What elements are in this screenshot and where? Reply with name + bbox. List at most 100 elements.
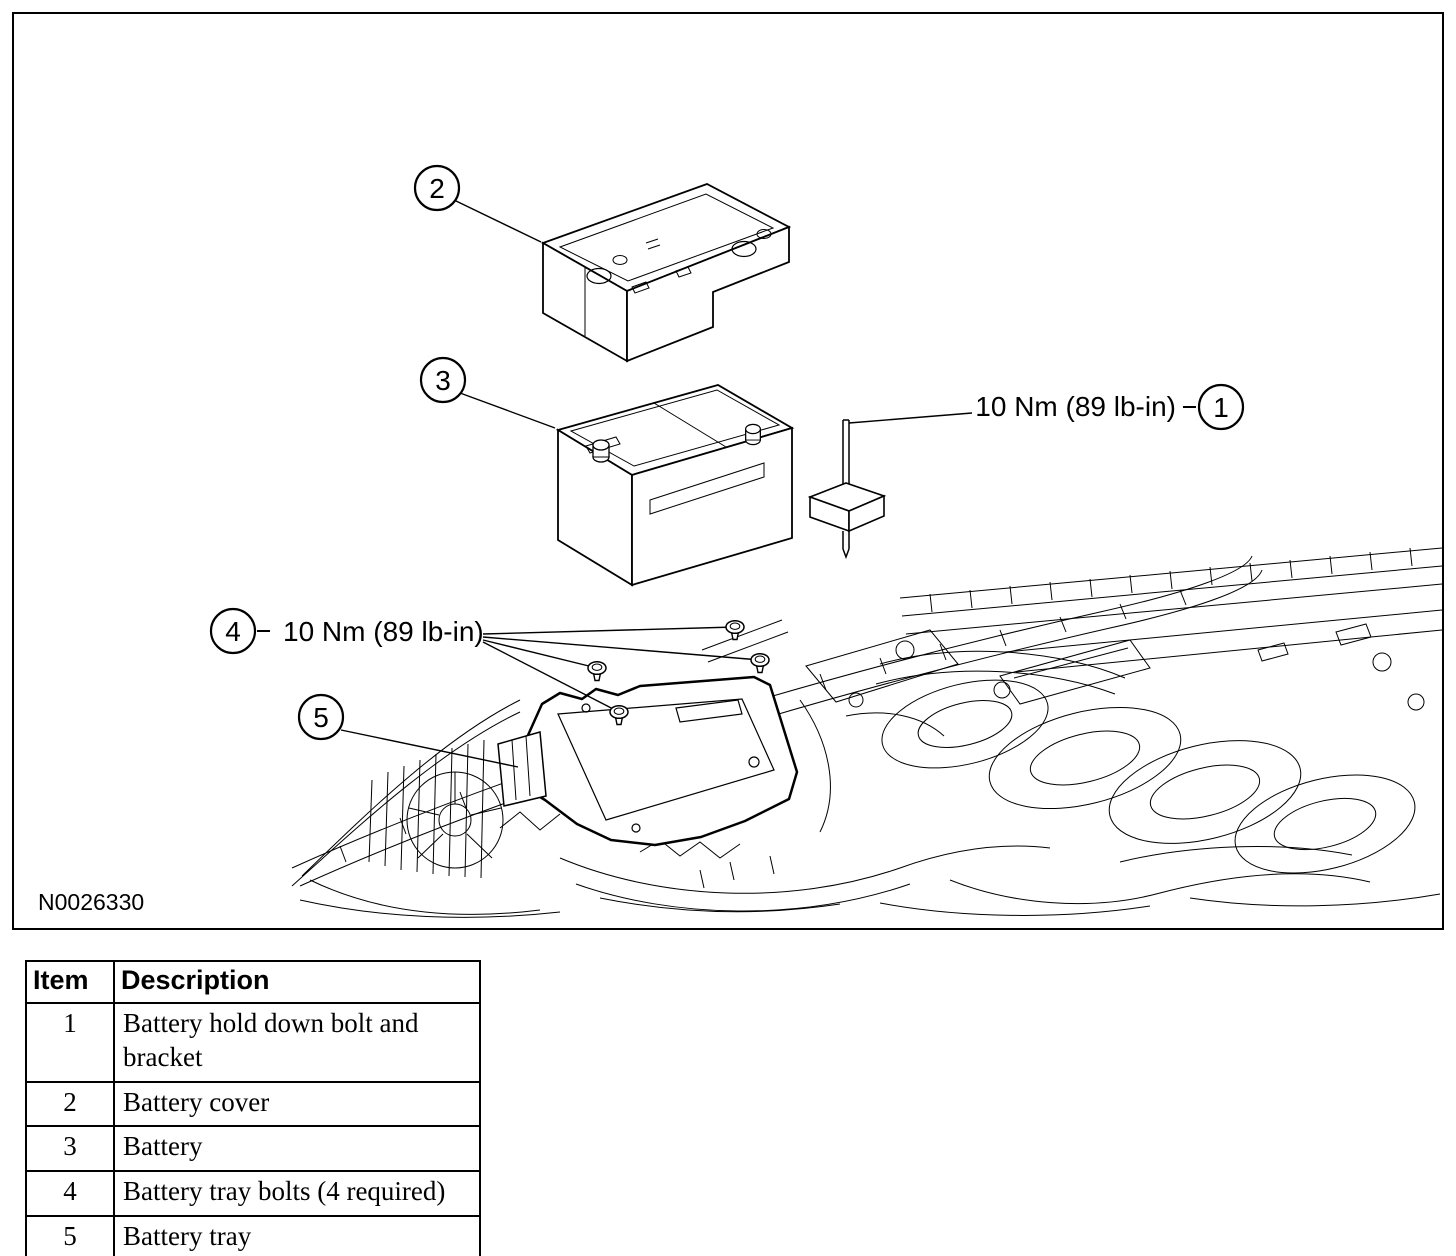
engine-detail [1372,652,1392,672]
battery-tray-boss [675,699,743,723]
hold-down-bolt-upper [842,419,850,489]
figure-number: N0026330 [38,889,144,915]
battery-top-divider [653,402,727,448]
engine-detail [949,846,1371,905]
battery-cover [540,183,792,363]
engine-detail [408,772,502,859]
hold-down-bolt-bracket [807,419,887,560]
callout-3-number: 3 [435,365,451,396]
description-cell: Battery cover [113,1080,481,1128]
engine-detail [1273,797,1377,851]
leader-tray-bolt-d [482,641,620,713]
item-cell: 3 [25,1125,115,1172]
engine-detail [805,629,959,703]
engine-detail [1234,774,1416,874]
engine-detail [993,681,1011,699]
battery-front-label [649,462,765,515]
battery-tray-side-bracket [497,731,547,807]
battery-terminal [592,439,610,463]
callout-4-circle [209,607,257,655]
battery-tray-hole [581,703,591,713]
cover-cap [586,267,612,285]
table-row: 3 Battery [25,1125,481,1172]
battery-top-label [585,436,621,454]
engine-detail [881,679,1049,769]
engine-detail [929,547,1413,613]
battery-tray-hole [748,756,760,768]
cover-emboss [631,266,692,294]
engine-bay-line-art [291,547,1442,918]
engine-detail [899,547,1442,635]
callout-leader-lines [340,199,973,768]
leader-tray-bolt-a [482,626,736,635]
table-row: 5 Battery tray [25,1214,481,1256]
engine-detail [299,879,1441,918]
callout-balloons: 1 2 3 4 5 [209,164,1245,741]
battery [555,384,795,587]
callout-3-circle [419,356,467,404]
engine-detail [999,639,1151,705]
engine-detail [848,692,864,708]
tray-bolt-icon [725,619,745,641]
item-cell: 1 [25,1002,115,1083]
callout-1-number: 1 [1213,392,1229,423]
engine-detail [291,699,521,887]
cover-emboss [645,238,661,250]
leader-callout-3 [459,392,556,429]
callout-dash [257,406,1196,632]
engine-detail [1149,764,1261,820]
table-row: 4 Battery tray bolts (4 required) [25,1170,481,1217]
cover-cap [731,240,757,258]
table-header-row: Item Description [25,960,481,1004]
cover-cap [756,229,772,239]
leader-tray-bolt-b [482,636,761,661]
battery-tray-inner-ledge [557,698,775,821]
engine-detail [1029,730,1141,786]
callout-2-circle [413,164,461,212]
bracket-front-face [848,494,885,533]
leader-callout-2 [453,199,542,243]
leader-torque-1 [848,412,973,424]
leader-tray-bolt-c [482,639,598,669]
engine-detail [895,640,915,660]
callout-1-circle [1197,383,1245,431]
exploded-view-figure: 1 2 3 4 5 10 Nm (89 lb-in) 10 Nm (89 lb-… [12,12,1444,930]
callout-4-number: 4 [225,616,241,647]
tray-bolt-icon [587,660,607,682]
engine-detail [988,706,1182,810]
engine-detail [639,839,775,889]
item-cell: 4 [25,1170,115,1217]
description-cell: Battery tray [113,1214,481,1256]
description-cell: Battery [113,1125,481,1172]
description-cell: Battery hold down bolt and bracket [113,1002,481,1083]
battery-tray-hole [631,823,641,833]
torque-label-tray-bolts: 10 Nm (89 lb-in) [283,616,484,647]
tray-bolt-icon [750,652,770,674]
leader-callout-5 [340,729,519,768]
callout-5-number: 5 [313,702,329,733]
cover-cap [612,255,628,265]
legend-table: Item Description 1 Battery hold down bol… [25,960,481,1256]
description-cell: Battery tray bolts (4 required) [113,1170,481,1217]
engine-detail [917,700,1013,748]
item-cell: 5 [25,1214,115,1256]
engine-detail [559,845,1051,912]
battery-tray [497,675,799,847]
callout-2-number: 2 [429,173,445,204]
hold-down-bolt-lower [842,531,850,560]
engine-detail [1108,740,1302,844]
engine-detail [1407,693,1425,711]
table-row: 2 Battery cover [25,1080,481,1128]
cover-front-face [626,225,790,363]
callout-5-circle [297,693,345,741]
torque-label-bolt-bracket: 10 Nm (89 lb-in) [975,391,1176,422]
battery-tray-outline [514,675,799,847]
battery-tray-bracket-ribs [511,735,531,801]
item-column-header: Item [25,960,115,1004]
battery-terminal [745,423,761,446]
figure-canvas: 1 2 3 4 5 10 Nm (89 lb-in) 10 Nm (89 lb-… [38,164,1442,918]
engine-detail [1257,623,1372,662]
item-cell: 2 [25,1080,115,1128]
description-column-header: Description [113,960,481,1004]
